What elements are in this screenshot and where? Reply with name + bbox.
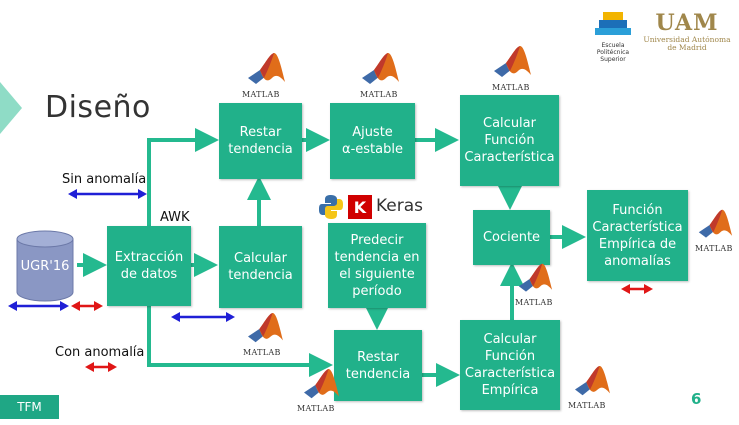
matlab-icon — [304, 368, 339, 399]
ugr-blue-marker — [8, 301, 69, 311]
ugr-label: UGR'16 — [20, 259, 70, 274]
matlab-label: MATLAB — [297, 404, 335, 413]
matlab-icon — [362, 53, 399, 84]
matlab-logo-1: MATLAB — [240, 52, 290, 100]
eps-logo-line-1: Escuela — [601, 42, 625, 49]
slide-title: Diseño — [45, 90, 151, 125]
matlab-icon — [494, 46, 531, 77]
node-calcular-funcion-caracteristica: Calcular Función Característica — [460, 95, 559, 186]
eps-logo-line-2: Politécnica — [596, 49, 630, 56]
uam-logo-sub-2: de Madrid — [667, 43, 707, 52]
python-keras-logo: K Keras — [318, 193, 434, 221]
node-ugr-database: UGR'16 — [16, 230, 74, 302]
label-con-anomalia: Con anomalía — [55, 345, 145, 360]
node-restar-tendencia-bottom: Restar tendencia — [334, 330, 422, 401]
node-calcular-funcion-caracteristica-empirica: Calcular Función Característica Empírica — [460, 320, 560, 410]
matlab-label: MATLAB — [515, 298, 553, 307]
arrow-extraction-to-restar-top — [147, 128, 219, 226]
matlab-logo-4: MATLAB — [693, 208, 739, 256]
matlab-icon — [575, 365, 610, 396]
footer-tfm-tag: TFM — [0, 395, 59, 419]
matlab-logo-7: MATLAB — [295, 368, 345, 416]
sin-anomalia-blue-marker — [68, 189, 147, 199]
func-anom-red-marker — [621, 284, 653, 294]
matlab-icon — [248, 312, 283, 343]
keras-label: Keras — [376, 196, 424, 216]
matlab-icon — [518, 263, 553, 292]
ugr-red-marker — [71, 301, 103, 311]
uam-logo-sub-1: Universidad Autónoma — [643, 35, 731, 44]
matlab-label: MATLAB — [492, 83, 530, 92]
calc-tend-blue-marker — [171, 312, 235, 322]
keras-k-badge: K — [348, 195, 372, 219]
matlab-logo-8: MATLAB — [566, 365, 616, 413]
node-restar-tendencia-top: Restar tendencia — [219, 103, 302, 179]
matlab-icon — [248, 53, 285, 84]
matlab-logo-6: MATLAB — [239, 312, 289, 360]
matlab-logo-5: MATLAB — [513, 262, 559, 310]
node-cociente: Cociente — [473, 210, 550, 265]
node-ajuste-alfa-estable: Ajuste α-estable — [330, 103, 415, 179]
matlab-logo-2: MATLAB — [354, 52, 404, 100]
uam-logo: UAM Universidad Autónoma de Madrid — [640, 10, 734, 52]
label-awk: AWK — [160, 210, 190, 225]
node-extraction: Extracción de datos — [107, 226, 191, 306]
node-predecir-tendencia: Predecir tendencia en el siguiente perío… — [328, 223, 426, 308]
eps-logo-icon — [595, 12, 631, 35]
eps-logo: Escuela Politécnica Superior — [589, 8, 637, 63]
label-sin-anomalia: Sin anomalía — [62, 172, 147, 187]
matlab-label: MATLAB — [695, 244, 733, 253]
matlab-label: MATLAB — [242, 90, 280, 99]
slide-chevron-decoration — [0, 82, 22, 134]
matlab-logo-3: MATLAB — [486, 45, 536, 93]
matlab-label: MATLAB — [243, 348, 281, 357]
matlab-label: MATLAB — [360, 90, 398, 99]
uam-logo-name: UAM — [655, 10, 719, 36]
python-icon — [319, 195, 343, 219]
con-anomalia-red-marker — [85, 362, 117, 372]
node-calcular-tendencia: Calcular tendencia — [219, 226, 302, 308]
page-number: 6 — [691, 390, 702, 408]
matlab-icon — [698, 209, 733, 238]
database-icon — [16, 230, 74, 302]
arrow-extraction-to-restar-bottom — [147, 306, 333, 377]
eps-logo-line-3: Superior — [600, 56, 626, 63]
node-funcion-caracteristica-empirica-anomalias: Función Característica Empírica de anoma… — [587, 190, 688, 281]
matlab-label: MATLAB — [568, 401, 606, 410]
